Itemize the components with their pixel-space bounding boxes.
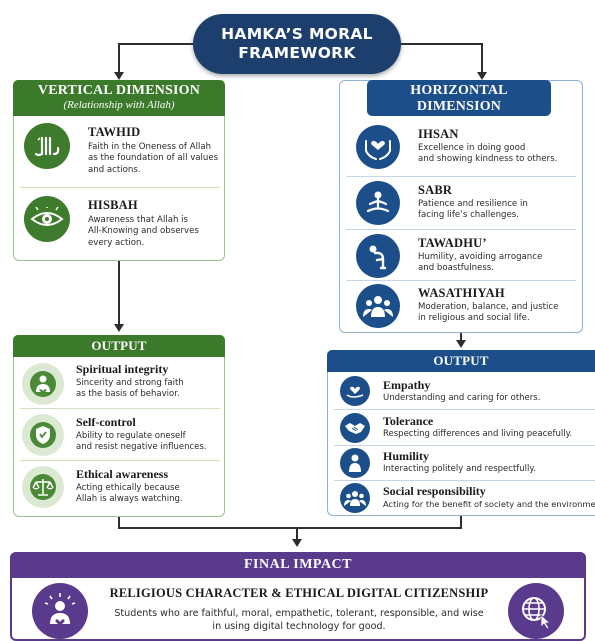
sabr-title: SABR: [418, 183, 453, 197]
arrow-down-icon: [477, 72, 487, 80]
connector: [296, 527, 298, 540]
allah-calligraphy-icon: [24, 123, 70, 169]
vertical-dimension-header: VERTICAL DIMENSION (Relationship with Al…: [13, 80, 225, 116]
scales-icon: [22, 466, 64, 508]
title-line-1: HAMKA’S MORAL: [221, 25, 373, 43]
meditation-icon: [356, 181, 400, 225]
output-right-header: OUTPUT: [327, 350, 595, 372]
connector: [118, 261, 120, 325]
globe-cursor-icon: [508, 583, 564, 639]
connector: [481, 43, 483, 73]
people-icon: [340, 483, 370, 513]
final-impact-heading: FINAL IMPACT: [10, 552, 586, 578]
horizontal-subheading: (Relationship with Others): [400, 115, 518, 127]
vertical-heading: VERTICAL DIMENSION: [37, 83, 201, 98]
social-responsibility-title: Social responsibility: [383, 484, 486, 498]
divider: [334, 409, 595, 410]
ihsan-title: IHSAN: [418, 127, 459, 141]
divider: [334, 480, 595, 481]
connector: [118, 43, 120, 73]
tawadhu-title: TAWADHU’: [418, 236, 487, 250]
group-icon: [356, 284, 400, 328]
output-left-header: OUTPUT: [13, 335, 225, 357]
final-impact-title: RELIGIOUS CHARACTER & ETHICAL DIGITAL CI…: [109, 586, 489, 600]
wasathiyah-title: WASATHIYAH: [418, 286, 505, 300]
framework-title: HAMKA’S MORAL FRAMEWORK: [193, 14, 401, 74]
output-left-heading: OUTPUT: [91, 338, 147, 353]
empathy-title: Empathy: [383, 378, 431, 392]
hands-heart-icon: [356, 125, 400, 169]
person-icon: [340, 448, 370, 478]
bowing-person-icon: [356, 234, 400, 278]
divider: [334, 445, 595, 446]
heart-hand-icon: [340, 376, 370, 406]
output-right-heading: OUTPUT: [433, 353, 489, 368]
divider: [20, 187, 220, 188]
connector: [401, 43, 482, 45]
humility-desc: Interacting politely and respectfully.: [383, 464, 536, 474]
self-control-title: Self-control: [76, 415, 136, 429]
arrow-down-icon: [114, 324, 124, 332]
arrow-down-icon: [292, 539, 302, 547]
divider: [20, 460, 220, 461]
final-impact-desc: Students who are faithful, moral, empath…: [114, 608, 484, 632]
handshake-icon: [340, 413, 370, 443]
empathy-desc: Understanding and caring for others.: [383, 393, 541, 403]
arrow-down-icon: [456, 340, 466, 348]
divider: [20, 408, 220, 409]
horizontal-heading: HORIZONTAL DIMENSION: [410, 83, 508, 114]
ethical-awareness-title: Ethical awareness: [76, 467, 169, 481]
eye-icon: [24, 196, 70, 242]
shield-icon: [22, 414, 64, 456]
connector: [118, 527, 462, 529]
humility-title: Humility: [383, 449, 430, 463]
vertical-subheading: (Relationship with Allah): [63, 99, 175, 111]
spiritual-integrity-title: Spiritual integrity: [76, 362, 169, 376]
divider: [346, 229, 576, 230]
connector: [460, 516, 462, 529]
person-heart-icon: [22, 363, 64, 405]
connector: [118, 43, 193, 45]
tolerance-desc: Respecting differences and living peacef…: [383, 429, 573, 439]
hisbah-title: HISBAH: [88, 198, 138, 212]
divider: [346, 176, 576, 177]
horizontal-dimension-header: HORIZONTAL DIMENSION (Relationship with …: [367, 80, 551, 127]
arrow-down-icon: [114, 72, 124, 80]
tolerance-title: Tolerance: [383, 414, 434, 428]
connector: [118, 517, 120, 529]
tawhid-title: TAWHID: [88, 125, 141, 139]
title-line-2: FRAMEWORK: [238, 44, 356, 62]
person-heart-radiant-icon: [32, 583, 88, 639]
social-responsibility-desc: Acting for the benefit of society and th…: [383, 499, 595, 509]
divider: [346, 280, 576, 281]
connector: [460, 333, 462, 341]
